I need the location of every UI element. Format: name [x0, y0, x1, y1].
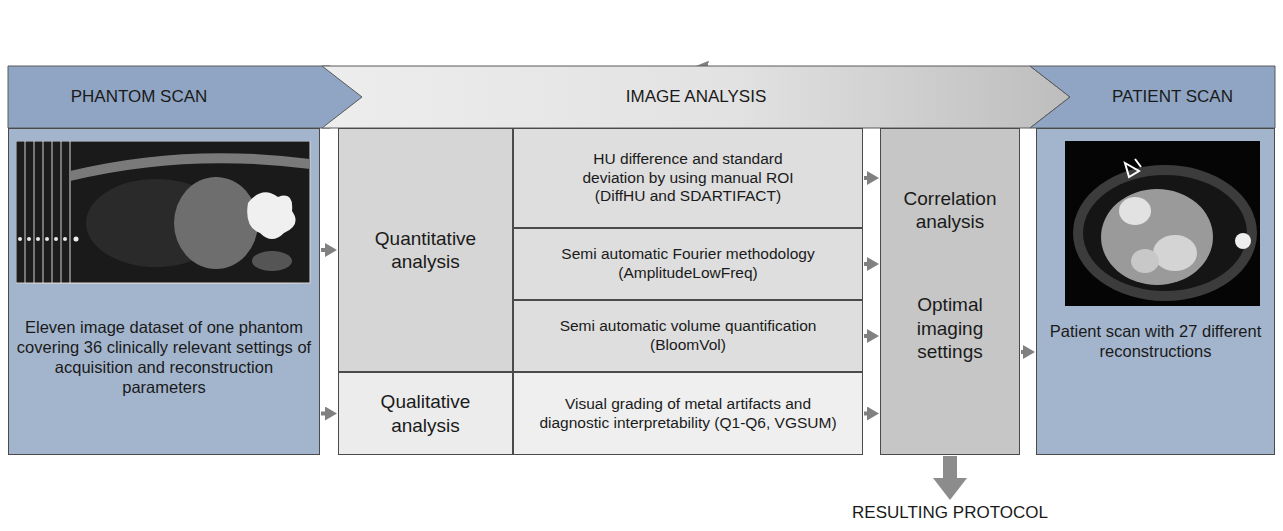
heart	[174, 177, 258, 269]
stage-title: IMAGE ANALYSIS	[626, 87, 766, 108]
stage-title: PATIENT SCAN	[1112, 87, 1233, 108]
scan-panel: Patient scan with 27 different reconstru…	[1036, 128, 1275, 455]
phantom-ct-stack	[16, 141, 316, 285]
flow-arrow	[1021, 350, 1023, 354]
chevron-outline	[322, 66, 1070, 128]
lung	[1083, 175, 1247, 291]
stage-header: PATIENT SCAN	[1030, 66, 1275, 128]
method-box: HU difference and standard deviation by …	[513, 128, 863, 228]
box-text: Eleven image dataset of one phantom cove…	[16, 317, 312, 398]
stage-header: IMAGE ANALYSIS	[322, 66, 1070, 128]
box-text-secondary: Optimal imaging settings	[886, 293, 1014, 363]
patient-ct-image	[1065, 141, 1260, 307]
analysis-type-box: Quantitative analysis	[338, 128, 513, 372]
method-box: Semi automatic volume quantification (Bl…	[513, 300, 863, 372]
box-text: Semi automatic Fourier methodology (Ampl…	[523, 245, 853, 283]
rib-dot	[18, 237, 22, 241]
rib-dot	[45, 237, 49, 241]
output-label: RESULTING PROTOCOL	[830, 503, 1070, 523]
contrast-chamber	[1119, 197, 1151, 225]
sternal-wire	[1125, 159, 1141, 177]
flow-arrow	[321, 248, 325, 252]
tissue	[252, 251, 292, 271]
flow-arrow	[864, 176, 867, 180]
body	[1073, 165, 1257, 301]
contrast-chamber	[1131, 249, 1159, 273]
rib-dot	[63, 237, 67, 241]
box-text: Visual grading of metal artifacts and di…	[538, 395, 838, 433]
rib-dot	[27, 237, 31, 241]
chevron-outline	[8, 66, 370, 128]
heart	[1101, 189, 1213, 285]
output-arrow	[943, 456, 957, 478]
rib-dots	[18, 237, 67, 241]
ct-background	[1065, 141, 1260, 306]
stage-header: PHANTOM SCAN	[8, 66, 370, 128]
method-box: Semi automatic Fourier methodology (Ampl…	[513, 228, 863, 300]
front-slice	[70, 141, 310, 283]
spine	[1235, 233, 1251, 249]
box-text: Quantitative analysis	[351, 227, 501, 273]
method-box: Visual grading of metal artifacts and di…	[513, 372, 863, 455]
metal-implant	[247, 192, 295, 239]
rib-dot	[36, 237, 40, 241]
box-text: Correlation analysis	[886, 187, 1014, 233]
contrast-chamber	[1153, 235, 1197, 271]
rib-dot	[74, 237, 79, 242]
flow-arrow	[864, 412, 867, 416]
chevron-outline	[1030, 66, 1275, 128]
ct-slice	[70, 141, 310, 283]
box-text: HU difference and standard deviation by …	[563, 150, 813, 207]
chest-wall	[70, 153, 310, 181]
rib-dot	[54, 237, 58, 241]
result-column: Correlation analysisOptimal imaging sett…	[880, 128, 1020, 455]
analysis-type-box: Qualitative analysis	[338, 372, 513, 455]
box-text: Patient scan with 27 different reconstru…	[1041, 321, 1270, 361]
scan-panel: Eleven image dataset of one phantom cove…	[8, 128, 320, 455]
box-text: Qualitative analysis	[351, 390, 501, 436]
flow-arrow	[864, 334, 867, 338]
flow-arrow	[864, 262, 867, 266]
flow-arrow	[321, 412, 325, 416]
box-text: Semi automatic volume quantification (Bl…	[523, 317, 853, 355]
stage-title: PHANTOM SCAN	[71, 87, 208, 108]
